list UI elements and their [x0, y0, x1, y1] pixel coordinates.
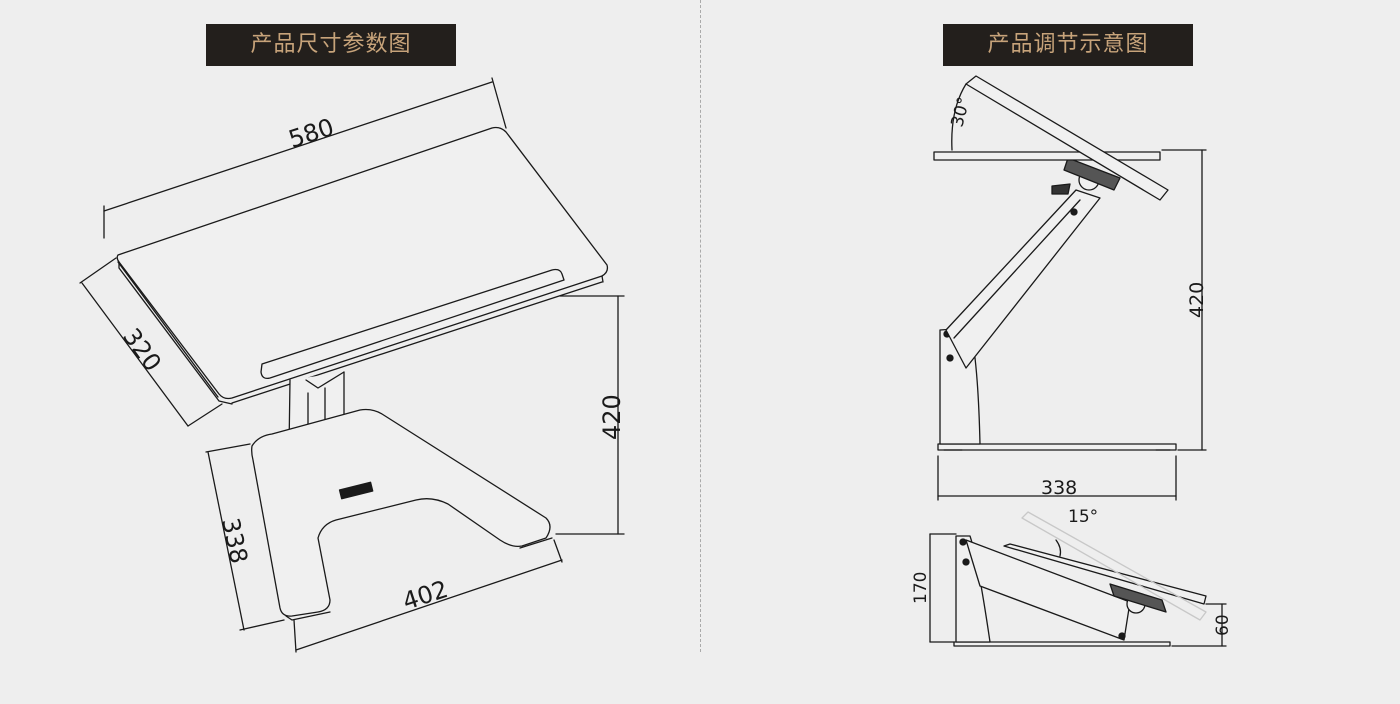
side-view-raised-drawing: [933, 75, 1207, 501]
tilt-angle-label: 30°: [948, 95, 975, 129]
isometric-stand-drawing: [79, 77, 625, 653]
raised-height-label: 420: [1186, 282, 1208, 318]
dim-depth-320: 320: [117, 323, 167, 377]
side-base-depth-label: 338: [1041, 477, 1077, 499]
dim-width-580: 580: [285, 113, 337, 154]
dimension-diagram-title: 产品尺寸参数图: [206, 24, 456, 66]
adjustment-diagram-title: 产品调节示意图: [943, 24, 1193, 66]
folded-height-label: 170: [911, 572, 931, 604]
panel-divider: [700, 0, 701, 652]
dim-base-depth-338: 338: [216, 515, 253, 566]
folded-angle-label: 15°: [1068, 507, 1098, 527]
dim-base-width-402: 402: [399, 575, 451, 616]
dim-height-420: 420: [598, 394, 626, 440]
side-view-folded-drawing: [929, 511, 1227, 647]
folded-front-height-label: 60: [1213, 614, 1233, 636]
